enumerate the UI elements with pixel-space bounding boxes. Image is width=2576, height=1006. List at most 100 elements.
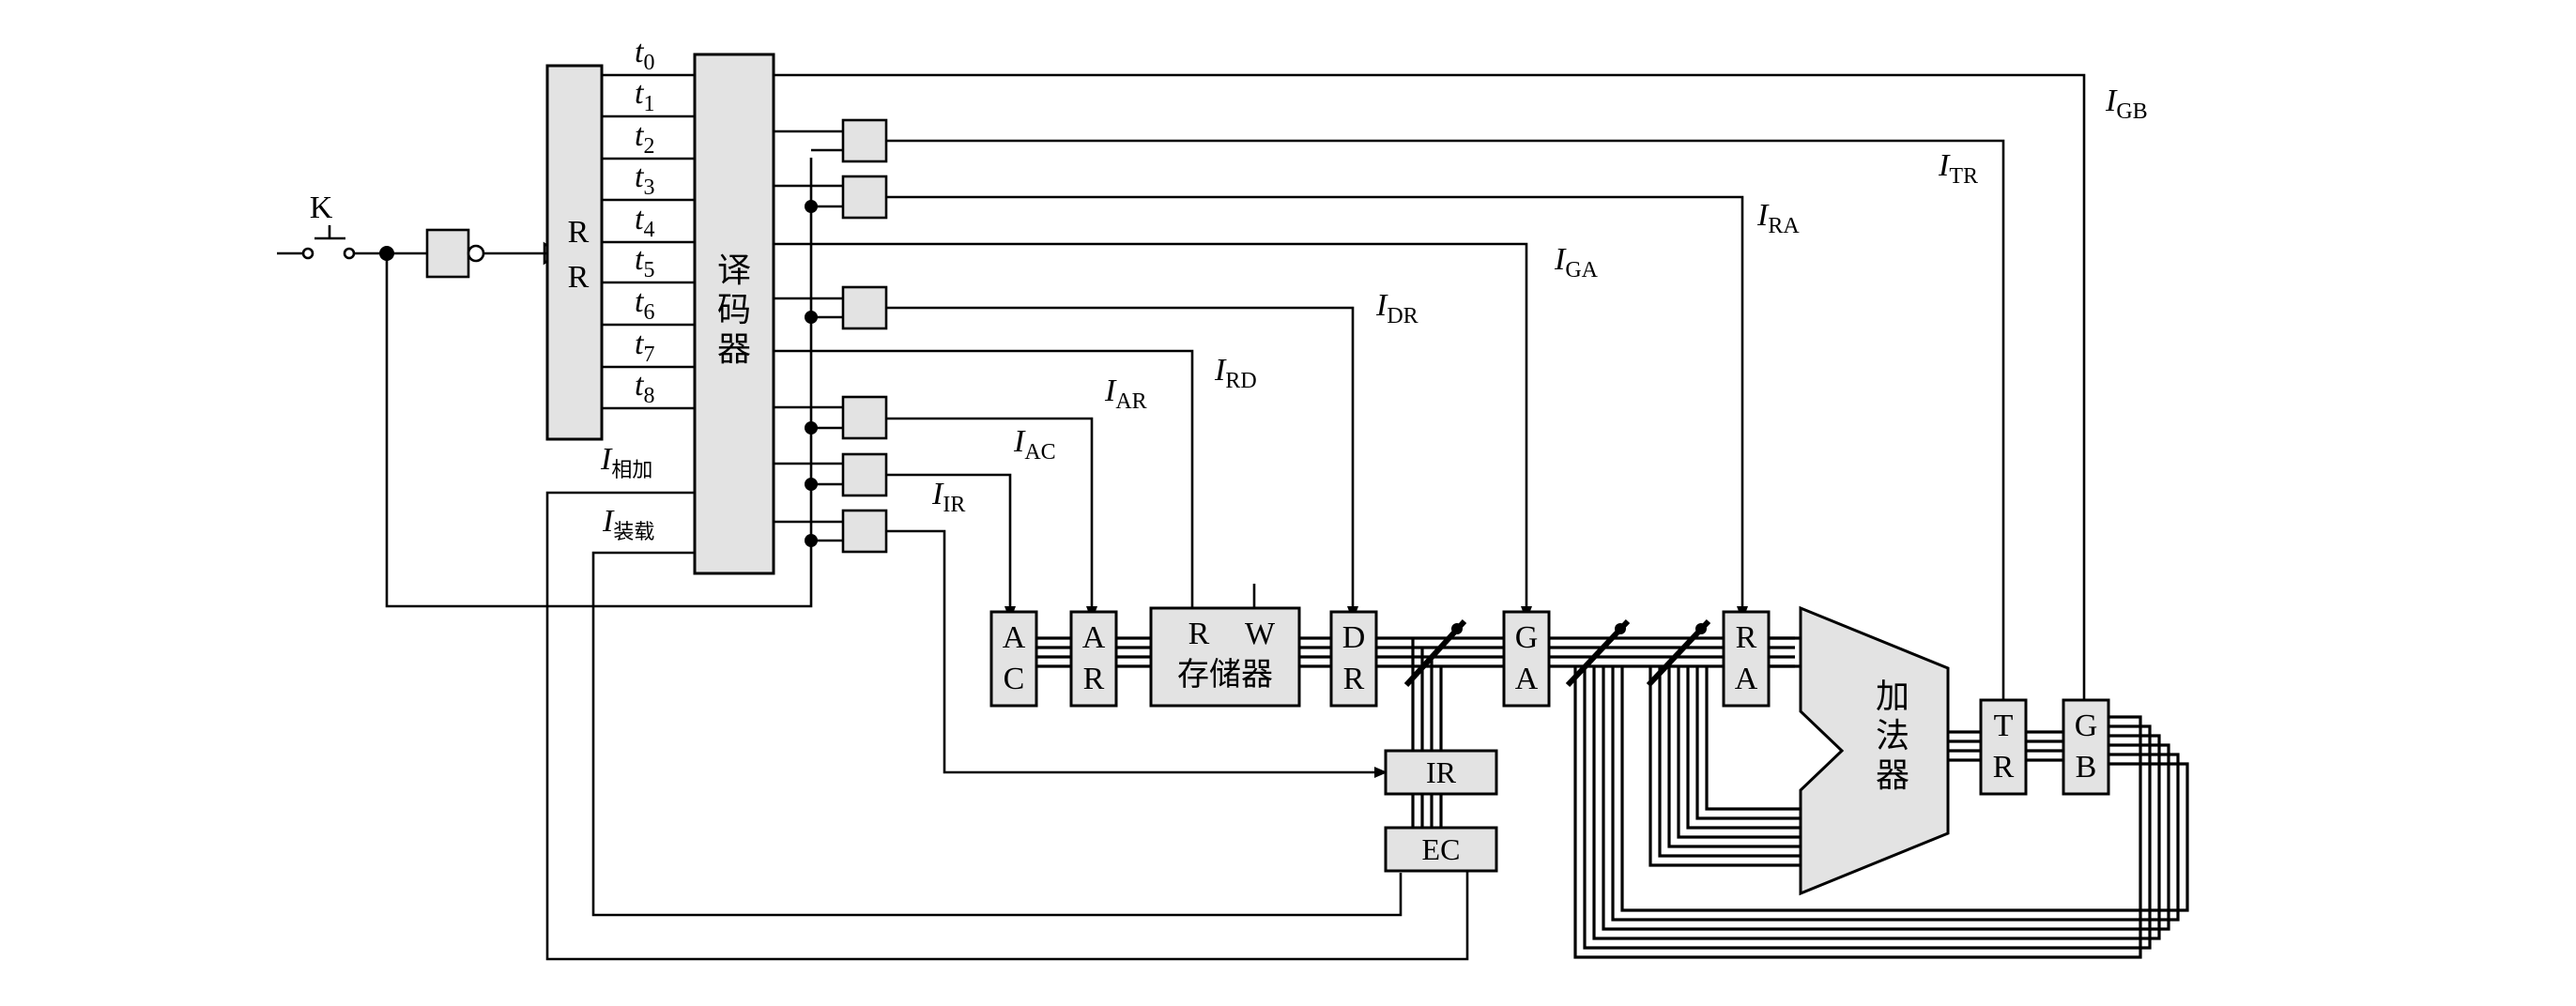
memory-label: 存储器 xyxy=(1177,656,1273,694)
i-ar-sub: AR xyxy=(1115,389,1146,414)
gate-ac xyxy=(841,452,888,497)
register-ar xyxy=(1069,610,1118,708)
i-tr-sub: TR xyxy=(1949,164,1978,189)
i-ir-label: I xyxy=(931,477,944,511)
gate-ga-label-2: A xyxy=(1515,662,1539,696)
register-ra xyxy=(1722,610,1771,708)
timing-lines xyxy=(602,73,695,410)
i-rd-label: I xyxy=(1214,353,1227,388)
t4-sub: 4 xyxy=(643,218,654,242)
i-ir-sub: IR xyxy=(943,493,965,517)
t5-label: t xyxy=(635,242,645,277)
inverter-bubble xyxy=(467,244,485,263)
control-wires xyxy=(774,73,2086,774)
ir-label: IR xyxy=(1426,755,1457,789)
t7-label: t xyxy=(635,327,645,361)
register-tr-label-2: R xyxy=(1993,750,2015,785)
i-add-sub: 相加 xyxy=(611,459,652,482)
i-load-wire xyxy=(591,551,1403,917)
feedback-wire xyxy=(385,158,813,608)
i-load-label: I xyxy=(602,504,615,539)
register-ac xyxy=(989,610,1038,708)
register-dr-label-1: D xyxy=(1342,620,1366,655)
t8-sub: 8 xyxy=(643,384,654,408)
register-dr-label-2: R xyxy=(1343,662,1365,696)
t3-sub: 3 xyxy=(643,175,654,200)
decoder-label-3: 器 xyxy=(717,330,751,369)
memory xyxy=(1149,606,1301,708)
i-ac-label: I xyxy=(1013,424,1026,459)
decoder xyxy=(693,53,775,575)
i-dr-sub: DR xyxy=(1387,304,1418,328)
t3-label: t xyxy=(635,160,645,194)
t4-label: t xyxy=(635,202,645,236)
svg-text:t8: t8 xyxy=(635,368,654,408)
svg-text:IGB: IGB xyxy=(2105,84,2148,124)
gate-ir xyxy=(841,509,888,554)
inverter-gate xyxy=(425,228,470,279)
svg-text:t3: t3 xyxy=(635,160,654,200)
gate-gb-label-2: B xyxy=(2076,750,2097,785)
t8-label: t xyxy=(635,368,645,403)
i-ra-sub: RA xyxy=(1768,214,1800,238)
t0-label: t xyxy=(635,35,645,69)
register-tr xyxy=(1979,698,2028,796)
and-gates xyxy=(841,118,888,554)
start-switch: K xyxy=(277,191,427,260)
gate-tr xyxy=(841,118,888,163)
gate-gb xyxy=(2062,698,2110,796)
signal-labels: IGB ITR IRA IGA IDR IRD IAR IAC IIR xyxy=(931,84,2148,517)
timing-labels: t0 t1 t2 t3 t4 t5 t6 t7 t8 xyxy=(635,35,654,408)
svg-text:t2: t2 xyxy=(635,118,654,159)
i-ra-label: I xyxy=(1756,198,1770,233)
adder-label-1: 加 xyxy=(1876,678,1909,716)
gate-ar xyxy=(841,395,888,440)
register-ra-label-2: A xyxy=(1735,662,1758,696)
ring-register-label-1: R xyxy=(568,215,590,250)
adder-label-3: 器 xyxy=(1876,756,1909,795)
svg-text:t7: t7 xyxy=(635,327,654,367)
register-ra-label-1: R xyxy=(1736,620,1757,655)
i-rd-sub: RD xyxy=(1225,369,1256,393)
instruction-register xyxy=(1384,749,1498,796)
t1-label: t xyxy=(635,76,645,111)
svg-text:I相加: I相加 xyxy=(600,442,652,482)
svg-text:t0: t0 xyxy=(635,35,654,75)
svg-text:I装载: I装载 xyxy=(602,504,654,544)
svg-text:ITR: ITR xyxy=(1938,148,1978,189)
ring-register xyxy=(545,64,604,441)
svg-text:t4: t4 xyxy=(635,202,654,242)
i-ga-sub: GA xyxy=(1565,258,1598,282)
gate-junctions xyxy=(805,200,818,547)
i-ar-label: I xyxy=(1104,373,1117,408)
i-add-label: I xyxy=(600,442,613,477)
gate-ga xyxy=(1502,610,1551,708)
svg-text:IAC: IAC xyxy=(1013,424,1056,465)
t1-sub: 1 xyxy=(643,92,654,116)
gate-gb-label-1: G xyxy=(2075,709,2098,743)
ring-register-label-2: R xyxy=(568,260,590,295)
svg-text:IRA: IRA xyxy=(1756,198,1800,238)
decoder-label-1: 译 xyxy=(717,252,751,290)
bus-slashes xyxy=(1403,618,1711,688)
adder-label-2: 法 xyxy=(1876,717,1909,755)
t2-sub: 2 xyxy=(643,134,654,159)
svg-text:IRD: IRD xyxy=(1214,353,1257,393)
ec-label: EC xyxy=(1422,832,1461,866)
svg-text:t1: t1 xyxy=(635,76,654,116)
gate-ga-label-1: G xyxy=(1515,620,1539,655)
t6-label: t xyxy=(635,284,645,319)
register-ar-label-2: R xyxy=(1083,662,1105,696)
adder xyxy=(1799,605,1950,896)
memory-write-label: W xyxy=(1245,617,1276,651)
t6-sub: 6 xyxy=(643,300,654,325)
svg-text:IAR: IAR xyxy=(1104,373,1147,414)
gate-ra xyxy=(841,175,888,220)
t0-sub: 0 xyxy=(643,51,654,75)
register-tr-label-1: T xyxy=(1994,709,2014,743)
i-ga-label: I xyxy=(1554,242,1567,277)
svg-text:IIR: IIR xyxy=(931,477,965,517)
svg-text:IDR: IDR xyxy=(1375,288,1418,328)
register-ac-label-2: C xyxy=(1004,662,1025,696)
